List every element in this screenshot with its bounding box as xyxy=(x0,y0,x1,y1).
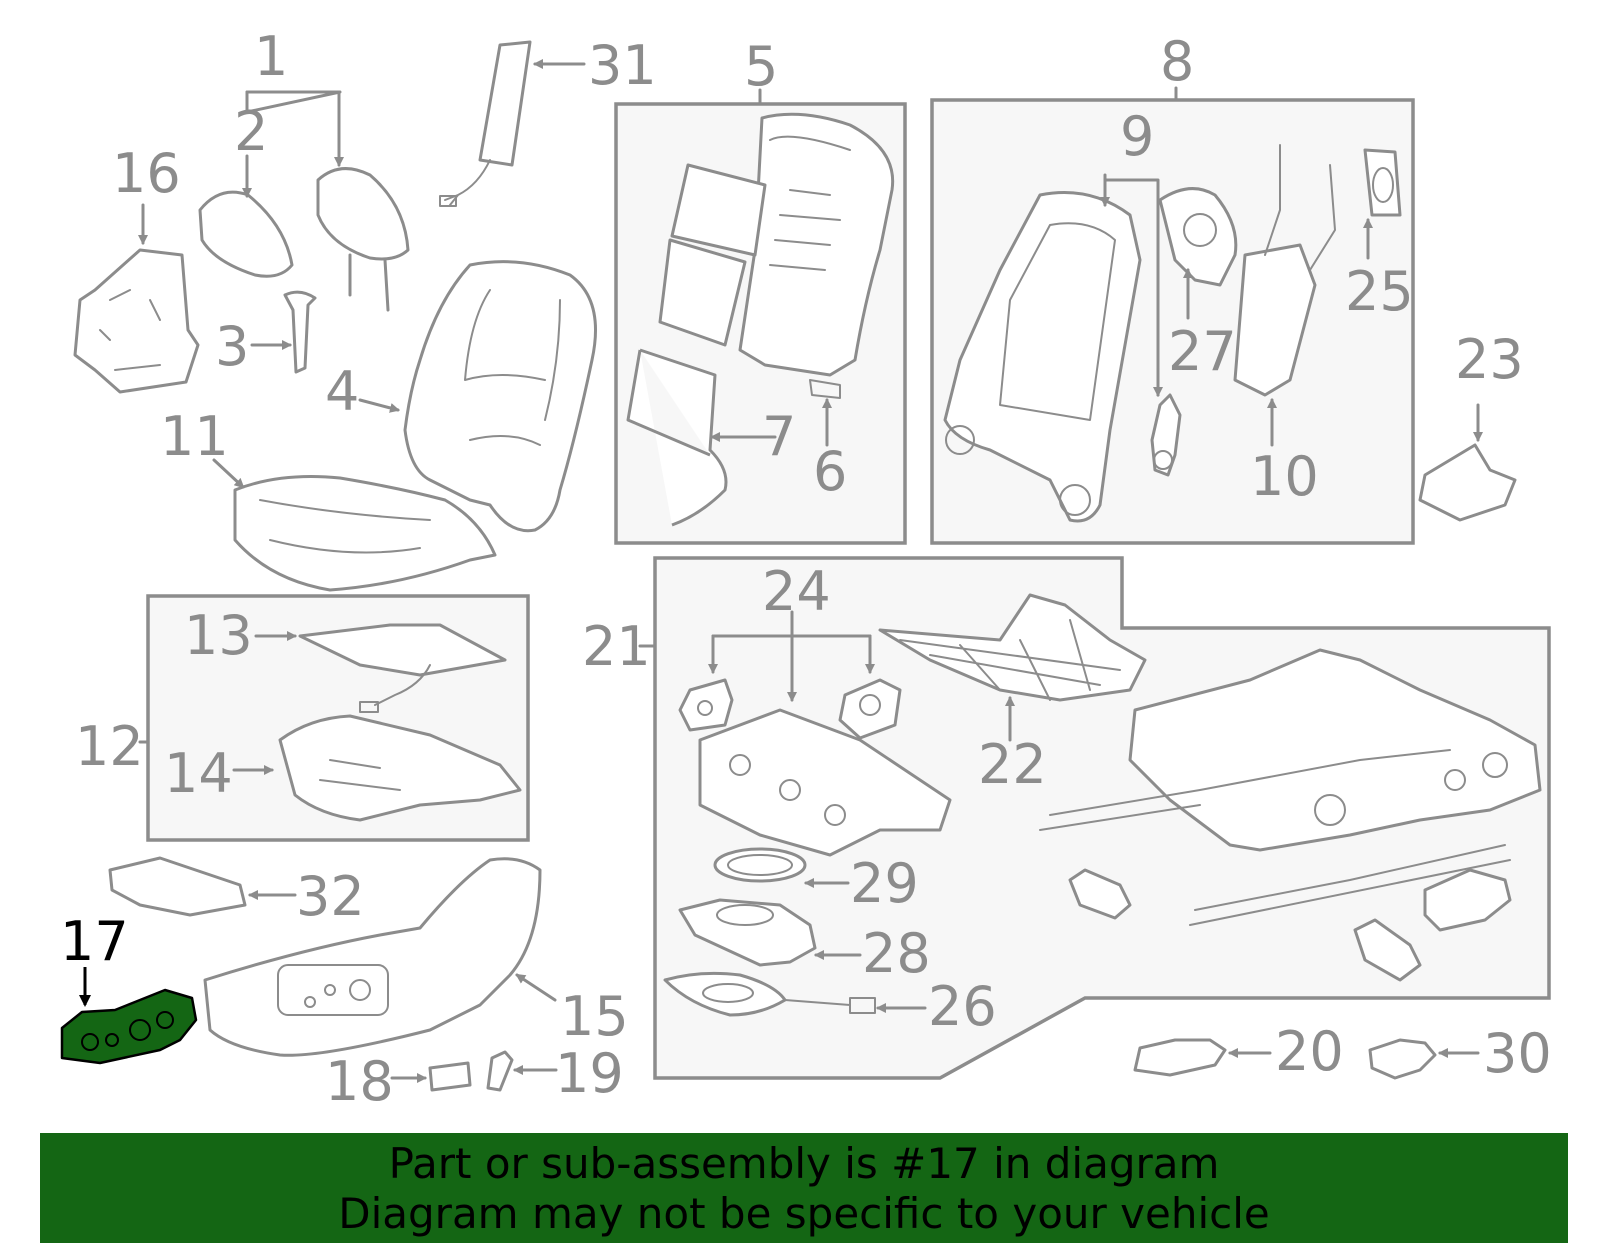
label-9: 9 xyxy=(1120,105,1154,168)
part-13-cushion-heater xyxy=(254,623,507,713)
part-5-back-pad xyxy=(626,88,895,527)
label-26: 26 xyxy=(928,975,997,1038)
banner-line-1: Part or sub-assembly is #17 in diagram xyxy=(388,1139,1220,1188)
part-15-side-trim xyxy=(203,857,557,1057)
label-20: 20 xyxy=(1275,1020,1344,1083)
part-8-back-frame xyxy=(943,86,1402,523)
label-16: 16 xyxy=(112,142,181,205)
label-32: 32 xyxy=(296,865,365,928)
label-27: 27 xyxy=(1168,320,1237,383)
label-22: 22 xyxy=(978,733,1047,796)
part-11-cushion-cover xyxy=(212,458,497,592)
label-8: 8 xyxy=(1160,30,1194,93)
part-26-sensor xyxy=(663,971,927,1017)
label-17: 17 xyxy=(60,910,129,973)
label-24: 24 xyxy=(762,560,831,623)
part-30-cover xyxy=(1368,1038,1480,1080)
label-5: 5 xyxy=(744,35,778,98)
label-31: 31 xyxy=(588,34,657,97)
part-23-bracket xyxy=(1418,403,1517,522)
part-14-cushion-pad xyxy=(138,714,522,822)
label-13: 13 xyxy=(184,604,253,667)
label-29: 29 xyxy=(850,852,919,915)
part-20-cover xyxy=(1133,1038,1272,1077)
part-4-seatback-cover xyxy=(358,260,597,533)
label-3: 3 xyxy=(215,315,249,378)
label-25: 25 xyxy=(1345,260,1414,323)
part-18-knob xyxy=(390,1061,472,1092)
label-23: 23 xyxy=(1455,328,1524,391)
part-17-seat-switch xyxy=(60,967,198,1065)
label-7: 7 xyxy=(762,405,796,468)
label-11: 11 xyxy=(160,405,229,468)
label-19: 19 xyxy=(555,1042,624,1105)
part-19-knob xyxy=(486,1050,558,1092)
label-28: 28 xyxy=(862,922,931,985)
label-21: 21 xyxy=(582,615,651,678)
banner-line-2: Diagram may not be specific to your vehi… xyxy=(338,1189,1270,1238)
part-29-ring xyxy=(713,847,850,888)
label-18: 18 xyxy=(325,1050,394,1113)
part-2-headrest xyxy=(198,154,294,278)
label-4: 4 xyxy=(325,360,359,423)
label-12: 12 xyxy=(75,715,144,778)
part-21-seat-frame xyxy=(638,644,1542,982)
info-banner: Part or sub-assembly is #17 in diagram D… xyxy=(40,1133,1568,1243)
part-22-spring-mat xyxy=(878,593,1147,742)
part-31-airbag xyxy=(439,40,586,207)
part-24-motor-brackets xyxy=(678,610,952,857)
label-2: 2 xyxy=(234,100,268,163)
part-28-bracket xyxy=(678,898,862,967)
part-1-headrest xyxy=(245,90,410,312)
part-16-cover xyxy=(73,203,200,394)
label-30: 30 xyxy=(1483,1022,1552,1085)
part-32-control-unit xyxy=(108,856,297,917)
label-14: 14 xyxy=(164,742,233,805)
label-1: 1 xyxy=(254,25,288,88)
label-10: 10 xyxy=(1250,445,1319,508)
part-3-guide xyxy=(250,290,317,374)
callout-labels: 1 2 3 4 5 6 7 8 9 10 11 12 13 14 15 16 1… xyxy=(60,25,1552,1113)
label-6: 6 xyxy=(813,440,847,503)
label-15: 15 xyxy=(560,985,629,1048)
